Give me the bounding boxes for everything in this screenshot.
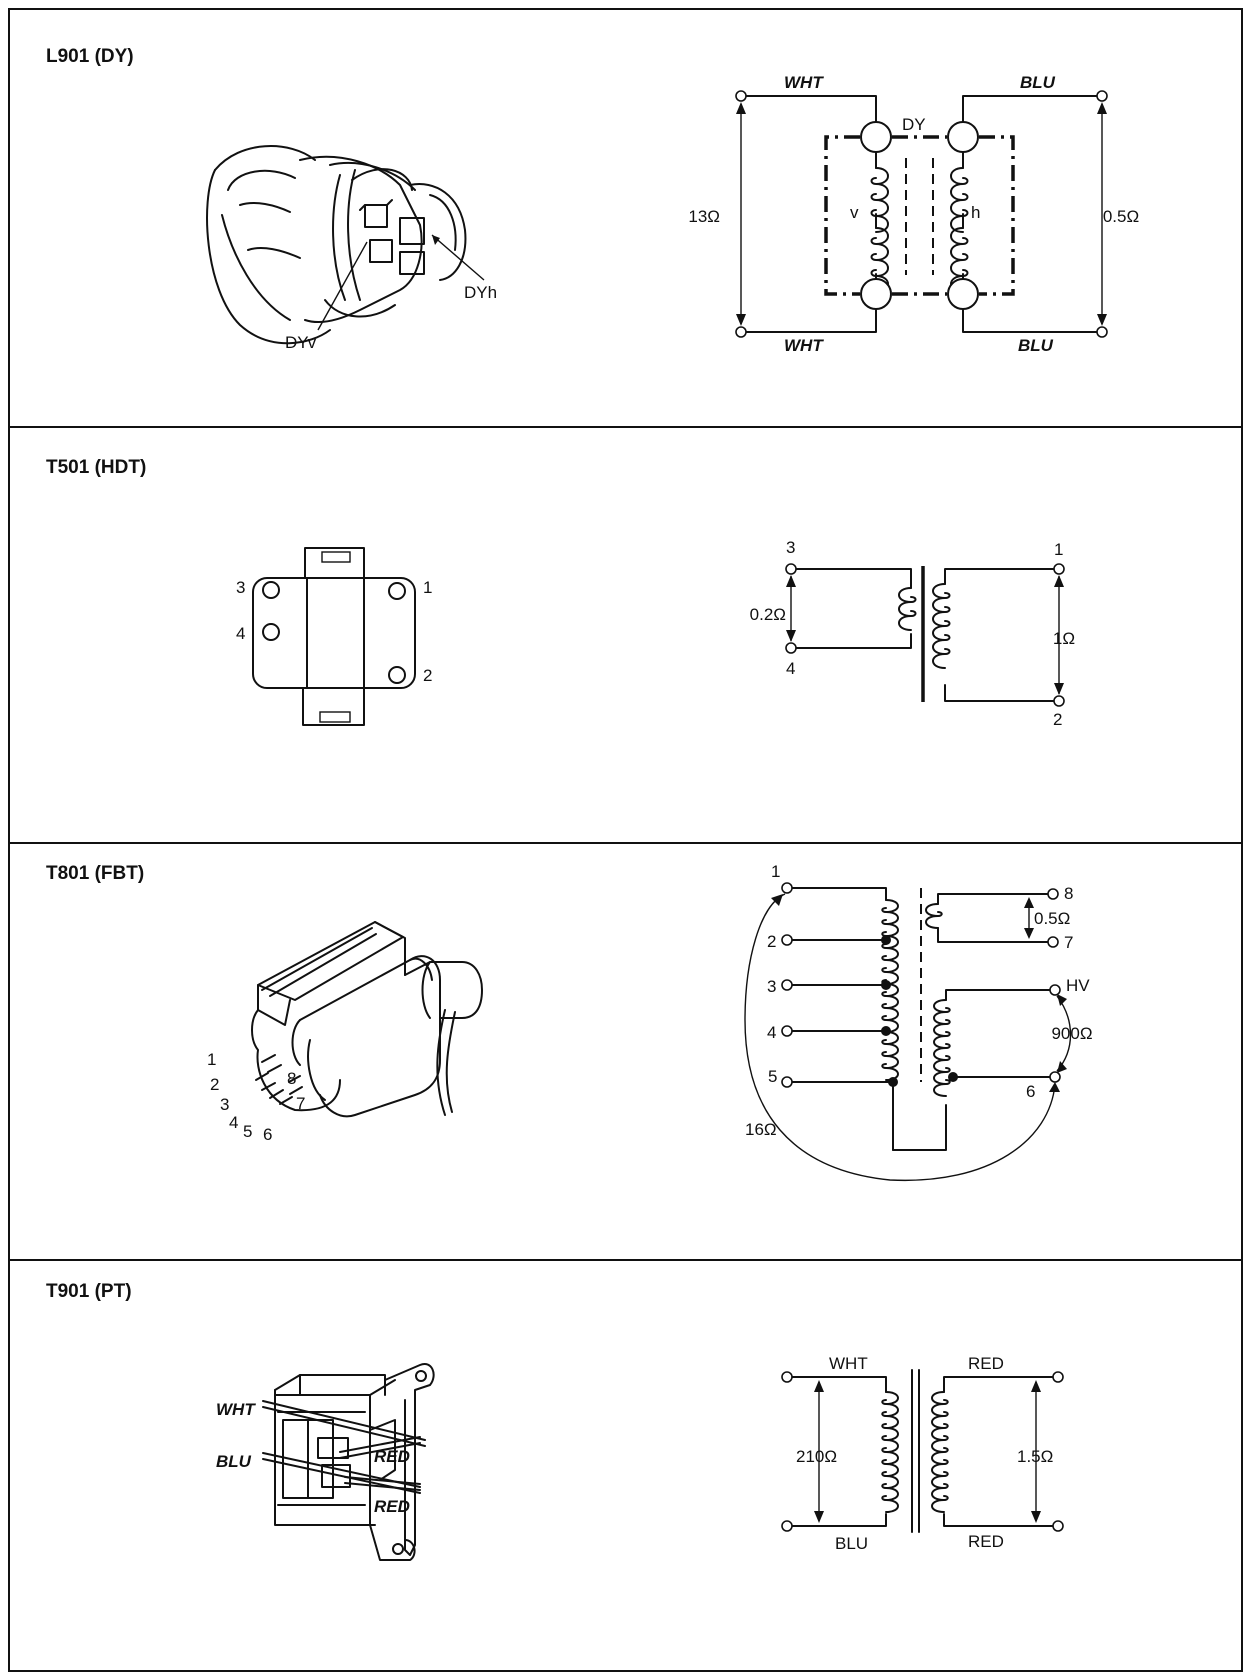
pin-label: 4 xyxy=(786,659,795,678)
section-title: T901 (PT) xyxy=(46,1281,132,1302)
wire-label: BLU xyxy=(1020,73,1056,92)
dyh-label: DYh xyxy=(464,283,497,302)
terminal xyxy=(781,934,793,946)
pin-label: 2 xyxy=(423,666,432,685)
wire-label: BLU xyxy=(216,1452,252,1471)
terminal xyxy=(1052,1371,1064,1383)
winding-label: v xyxy=(850,203,859,222)
hdt-component-drawing xyxy=(252,547,416,726)
section-title: T501 (HDT) xyxy=(46,457,146,478)
pin-label: 4 xyxy=(229,1113,238,1132)
pin-label: 2 xyxy=(210,1075,219,1094)
pin-label: 6 xyxy=(263,1125,272,1144)
pin-label: 5 xyxy=(243,1122,252,1141)
wire-label: RED xyxy=(968,1354,1004,1373)
pin-label: 7 xyxy=(296,1094,305,1113)
section-l901: L901 (DY) DYh DYv xyxy=(46,46,1139,355)
resistance-label: 0.5Ω xyxy=(1103,207,1139,226)
pin-label: 4 xyxy=(767,1023,776,1042)
resistance-label: 16Ω xyxy=(745,1120,777,1139)
fbt-schematic xyxy=(744,882,1072,1182)
terminal xyxy=(781,979,793,991)
resistance-label: 900Ω xyxy=(1051,1024,1092,1043)
terminal xyxy=(781,1520,793,1532)
dy-label: DY xyxy=(902,115,926,134)
terminal xyxy=(735,90,747,102)
deflection-yoke-drawing xyxy=(206,145,485,345)
terminal xyxy=(1096,90,1108,102)
pin-label: 1 xyxy=(207,1050,216,1069)
terminal xyxy=(785,642,797,654)
terminal xyxy=(781,882,793,894)
section-title: L901 (DY) xyxy=(46,46,134,67)
terminal xyxy=(781,1371,793,1383)
resistance-label: 0.5Ω xyxy=(1034,909,1070,928)
pin-label: 8 xyxy=(287,1069,296,1088)
wire-label: BLU xyxy=(1018,336,1054,355)
pin-label: 1 xyxy=(771,862,780,881)
resistance-label: 13Ω xyxy=(688,207,720,226)
terminal xyxy=(1049,984,1061,996)
terminal xyxy=(785,563,797,575)
resistance-label: 0.2Ω xyxy=(750,605,786,624)
wire-label: WHT xyxy=(784,336,824,355)
hdt-schematic xyxy=(785,563,1065,707)
pin-label: 1 xyxy=(1054,540,1063,559)
wire-label: WHT xyxy=(829,1354,868,1373)
terminal xyxy=(1047,936,1059,948)
pin-label: 4 xyxy=(236,624,245,643)
resistance-label: 210Ω xyxy=(796,1447,837,1466)
terminal xyxy=(1052,1520,1064,1532)
pin-label: 6 xyxy=(1026,1082,1035,1101)
terminal xyxy=(1047,888,1059,900)
pin-label: 2 xyxy=(1053,710,1062,729)
resistance-label: 1Ω xyxy=(1053,629,1075,648)
pin-label: 1 xyxy=(423,578,432,597)
terminal xyxy=(1053,563,1065,575)
fbt-component-drawing xyxy=(251,921,483,1118)
terminal xyxy=(781,1025,793,1037)
wire-label: WHT xyxy=(216,1400,256,1419)
pin-label: 3 xyxy=(767,977,776,996)
page-border xyxy=(8,8,1243,1672)
pin-label: 5 xyxy=(768,1067,777,1086)
resistance-label: 1.5Ω xyxy=(1017,1447,1053,1466)
pin-label: 8 xyxy=(1064,884,1073,903)
terminal xyxy=(1096,326,1108,338)
pin-label: 3 xyxy=(236,578,245,597)
pin-label: 3 xyxy=(786,538,795,557)
pin-label: HV xyxy=(1066,976,1090,995)
wire-label: BLU xyxy=(835,1534,868,1553)
terminal xyxy=(735,326,747,338)
pin-label: 7 xyxy=(1064,933,1073,952)
winding-label: h xyxy=(971,203,980,222)
section-t801: T801 (FBT) 1 2 3 4 5 6 7 8 xyxy=(46,862,1093,1182)
pt-schematic xyxy=(781,1369,1064,1533)
terminal xyxy=(1053,695,1065,707)
power-transformer-drawing xyxy=(262,1363,435,1561)
wire-label: WHT xyxy=(784,73,824,92)
wire-label: RED xyxy=(374,1447,410,1466)
section-t501: T501 (HDT) 3 4 1 2 xyxy=(46,457,1075,729)
pin-label: 2 xyxy=(767,932,776,951)
dyv-label: DYv xyxy=(285,333,317,352)
pin-label: 3 xyxy=(220,1095,229,1114)
terminal xyxy=(1049,1071,1061,1083)
wire-label: RED xyxy=(968,1532,1004,1551)
terminal xyxy=(781,1076,793,1088)
wire-label: RED xyxy=(374,1497,410,1516)
section-t901: T901 (PT) WH xyxy=(46,1281,1064,1561)
section-title: T801 (FBT) xyxy=(46,863,144,884)
dy-schematic xyxy=(735,90,1108,338)
